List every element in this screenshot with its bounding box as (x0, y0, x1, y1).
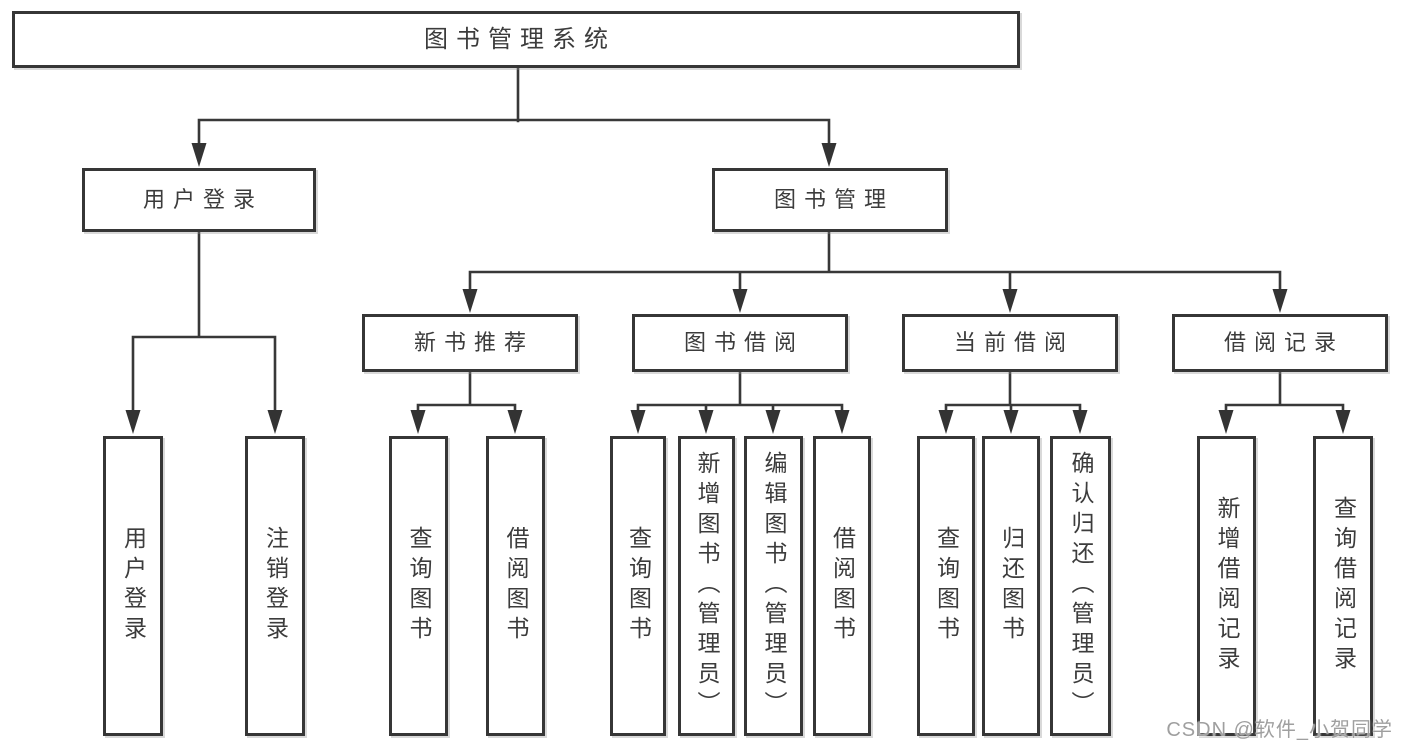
node-borrowing-records: 借阅记录 (1172, 314, 1388, 372)
leaf-logout: 注销登录 (245, 436, 305, 736)
connector-book-management-fanout (468, 230, 1282, 294)
arrow-down-icon (267, 410, 283, 434)
leaf-records-query-record: 查询借阅记录 (1313, 436, 1373, 736)
arrow-down-icon (630, 410, 646, 434)
arrow-down-icon (462, 289, 478, 313)
arrow-down-icon (1072, 410, 1088, 434)
arrow-down-icon (1003, 410, 1019, 434)
leaf-borrow-borrow-books-label: 借阅图书 (829, 526, 856, 646)
leaf-current-confirm-return-admin: 确认归还（管理员） (1050, 436, 1111, 736)
leaf-user-login-label: 用户登录 (120, 526, 147, 646)
connector-book-borrowing-fanout (636, 370, 844, 416)
arrow-down-icon (821, 143, 837, 167)
leaf-borrow-edit-books-admin: 编辑图书（管理员） (744, 436, 803, 736)
arrow-down-icon (732, 289, 748, 313)
arrow-down-icon (765, 410, 781, 434)
leaf-current-query-books-label: 查询图书 (933, 526, 960, 646)
leaf-borrow-query-books: 查询图书 (610, 436, 666, 736)
node-current-borrowing-label: 当前借阅 (953, 330, 1074, 355)
leaf-records-add-record-label: 新增借阅记录 (1214, 496, 1240, 676)
arrow-down-icon (125, 410, 141, 434)
connector-borrowing-records-fanout (1224, 370, 1345, 416)
node-new-book-recommend-label: 新书推荐 (413, 330, 534, 355)
arrow-down-icon (1002, 289, 1018, 313)
node-current-borrowing: 当前借阅 (902, 314, 1118, 372)
arrow-down-icon (507, 410, 523, 434)
arrow-down-icon (938, 410, 954, 434)
leaf-current-query-books: 查询图书 (917, 436, 975, 736)
connector-current-borrowing-fanout (944, 370, 1082, 416)
leaf-borrow-borrow-books: 借阅图书 (813, 436, 871, 736)
node-book-borrowing-label: 图书借阅 (683, 330, 804, 355)
leaf-borrow-add-books-admin-label: 新增图书（管理员） (694, 451, 720, 721)
leaf-newrec-query-books-label: 查询图书 (406, 526, 432, 646)
leaf-borrow-add-books-admin: 新增图书（管理员） (678, 436, 735, 736)
leaf-newrec-borrow-books-label: 借阅图书 (503, 526, 529, 646)
connector-paths (131, 66, 1345, 416)
node-user-login-label: 用户登录 (142, 187, 263, 212)
arrow-down-icon (698, 410, 714, 434)
leaf-borrow-edit-books-admin-label: 编辑图书（管理员） (761, 451, 787, 721)
node-book-borrowing: 图书借阅 (632, 314, 848, 372)
arrowheads (125, 143, 1351, 434)
node-book-management: 图书管理 (712, 168, 948, 232)
leaf-current-confirm-return-admin-label: 确认归还（管理员） (1068, 451, 1094, 721)
leaf-records-query-record-label: 查询借阅记录 (1330, 496, 1357, 676)
node-library-system: 图书管理系统 (12, 11, 1020, 68)
leaf-logout-label: 注销登录 (262, 526, 289, 646)
leaf-newrec-borrow-books: 借阅图书 (486, 436, 545, 736)
arrow-down-icon (1335, 410, 1351, 434)
leaf-records-add-record: 新增借阅记录 (1197, 436, 1256, 736)
node-book-management-label: 图书管理 (773, 187, 894, 212)
leaf-user-login: 用户登录 (103, 436, 163, 736)
node-library-system-label: 图书管理系统 (424, 25, 616, 53)
node-borrowing-records-label: 借阅记录 (1223, 330, 1344, 355)
arrow-down-icon (410, 410, 426, 434)
leaf-newrec-query-books: 查询图书 (389, 436, 448, 736)
arrow-down-icon (1218, 410, 1234, 434)
csdn-watermark: CSDN @软件_小贺同学 (1166, 719, 1393, 741)
leaf-current-return-books: 归还图书 (982, 436, 1040, 736)
leaf-borrow-query-books-label: 查询图书 (625, 526, 652, 646)
node-new-book-recommend: 新书推荐 (362, 314, 578, 372)
node-user-login: 用户登录 (82, 168, 316, 232)
arrow-down-icon (1272, 289, 1288, 313)
leaf-current-return-books-label: 归还图书 (998, 526, 1025, 646)
arrow-down-icon (834, 410, 850, 434)
connector-root-to-level2 (197, 66, 831, 148)
connector-new-book-recommend-fanout (416, 370, 517, 416)
arrow-down-icon (191, 143, 207, 167)
connector-user-login-fanout (131, 230, 277, 416)
